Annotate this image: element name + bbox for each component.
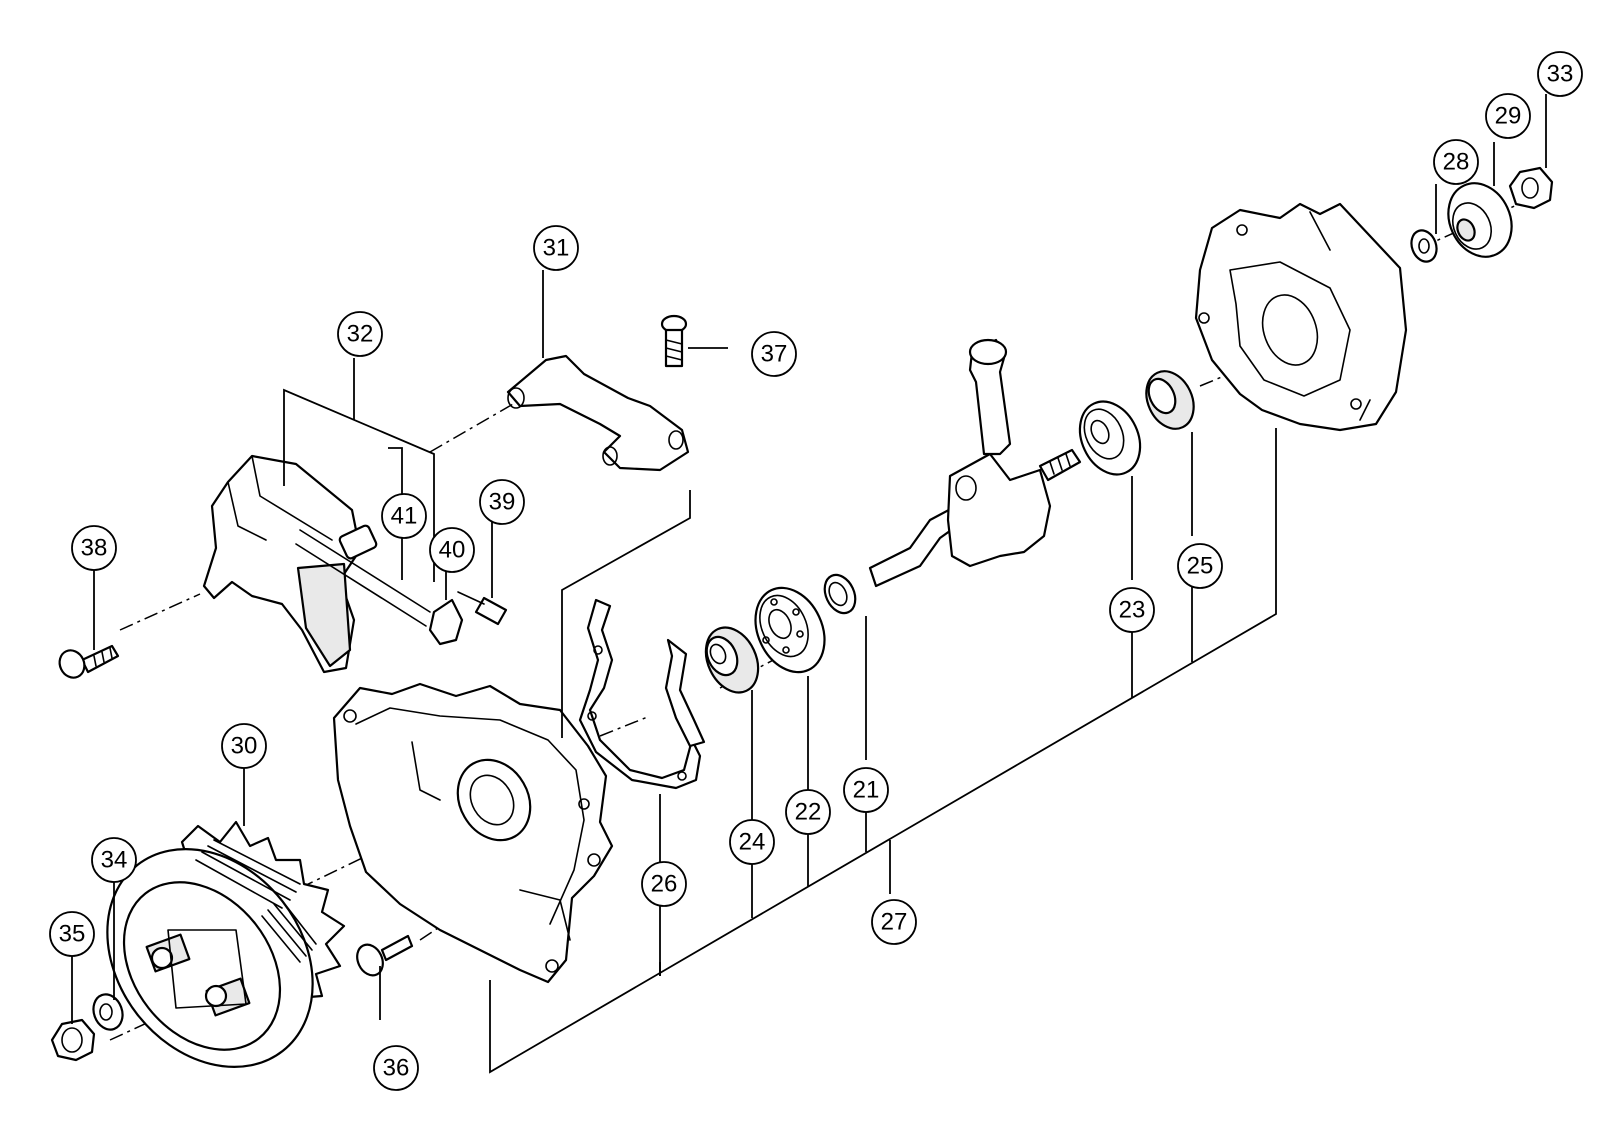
callout-21: 21 xyxy=(843,767,889,813)
callout-34: 34 xyxy=(91,837,137,883)
washer-part xyxy=(92,993,124,1031)
plug-cap-40-part xyxy=(428,598,464,646)
callout-28: 28 xyxy=(1433,139,1479,185)
callout-30-label: 30 xyxy=(231,733,258,760)
crankcase-half-part xyxy=(332,682,614,984)
callout-21-label: 21 xyxy=(853,777,880,804)
callout-32: 32 xyxy=(337,311,383,357)
callout-36-label: 36 xyxy=(383,1055,410,1082)
callout-24: 24 xyxy=(729,819,775,865)
oil-seal-24-part xyxy=(704,626,760,694)
callout-40-label: 40 xyxy=(439,537,466,564)
callout-40: 40 xyxy=(429,527,475,573)
bearing-22-part xyxy=(754,586,826,674)
callout-27: 27 xyxy=(871,899,917,945)
callout-38-label: 38 xyxy=(81,535,108,562)
callout-41-label: 41 xyxy=(391,503,418,530)
crankcase-cover-part xyxy=(1194,202,1408,432)
callout-31-label: 31 xyxy=(543,235,570,262)
callout-23: 23 xyxy=(1109,587,1155,633)
callout-33-label: 33 xyxy=(1547,61,1574,88)
bearing-23-part xyxy=(1078,400,1142,476)
callout-23-label: 23 xyxy=(1119,597,1146,624)
callout-30: 30 xyxy=(221,723,267,769)
gasket-part xyxy=(578,598,706,790)
callout-25-label: 25 xyxy=(1187,553,1214,580)
spring-39-part xyxy=(457,591,508,626)
callout-38: 38 xyxy=(71,525,117,571)
callout-28-label: 28 xyxy=(1443,149,1470,176)
callout-41: 41 xyxy=(381,493,427,539)
screw-38-part xyxy=(58,644,120,679)
bracket-31-part xyxy=(506,354,690,472)
callout-25: 25 xyxy=(1177,543,1223,589)
callout-32-label: 32 xyxy=(347,321,374,348)
callout-24-label: 24 xyxy=(739,829,766,856)
callout-29-label: 29 xyxy=(1495,103,1522,130)
pulley-29-part xyxy=(1447,182,1513,258)
callout-34-label: 34 xyxy=(101,847,128,874)
callout-35-label: 35 xyxy=(59,921,86,948)
flywheel-part xyxy=(106,820,346,1068)
callout-33: 33 xyxy=(1537,51,1583,97)
callout-35: 35 xyxy=(49,911,95,957)
callout-29: 29 xyxy=(1485,93,1531,139)
callout-37: 37 xyxy=(751,331,797,377)
callout-26-label: 26 xyxy=(651,871,678,898)
bolt-37-part xyxy=(660,314,688,368)
crankshaft-part xyxy=(868,448,1082,588)
callout-22: 22 xyxy=(785,789,831,835)
oil-seal-25-part xyxy=(1145,370,1195,430)
callout-26: 26 xyxy=(641,861,687,907)
nut-33-part xyxy=(1508,166,1554,210)
callout-39-label: 39 xyxy=(489,489,516,516)
callout-27-label: 27 xyxy=(881,909,908,936)
callout-37-label: 37 xyxy=(761,341,788,368)
callout-39: 39 xyxy=(479,479,525,525)
callout-31: 31 xyxy=(533,225,579,271)
callout-22-label: 22 xyxy=(795,799,822,826)
callout-36: 36 xyxy=(373,1045,419,1091)
washer-28-part xyxy=(1410,229,1438,263)
flywheel-nut-part xyxy=(50,1018,96,1062)
snap-ring-21-part xyxy=(823,573,857,615)
leader-lines xyxy=(71,94,1547,1074)
screw-36-part xyxy=(356,934,414,977)
connecting-rod-part xyxy=(968,338,1012,456)
ignition-coil-part xyxy=(202,454,431,674)
